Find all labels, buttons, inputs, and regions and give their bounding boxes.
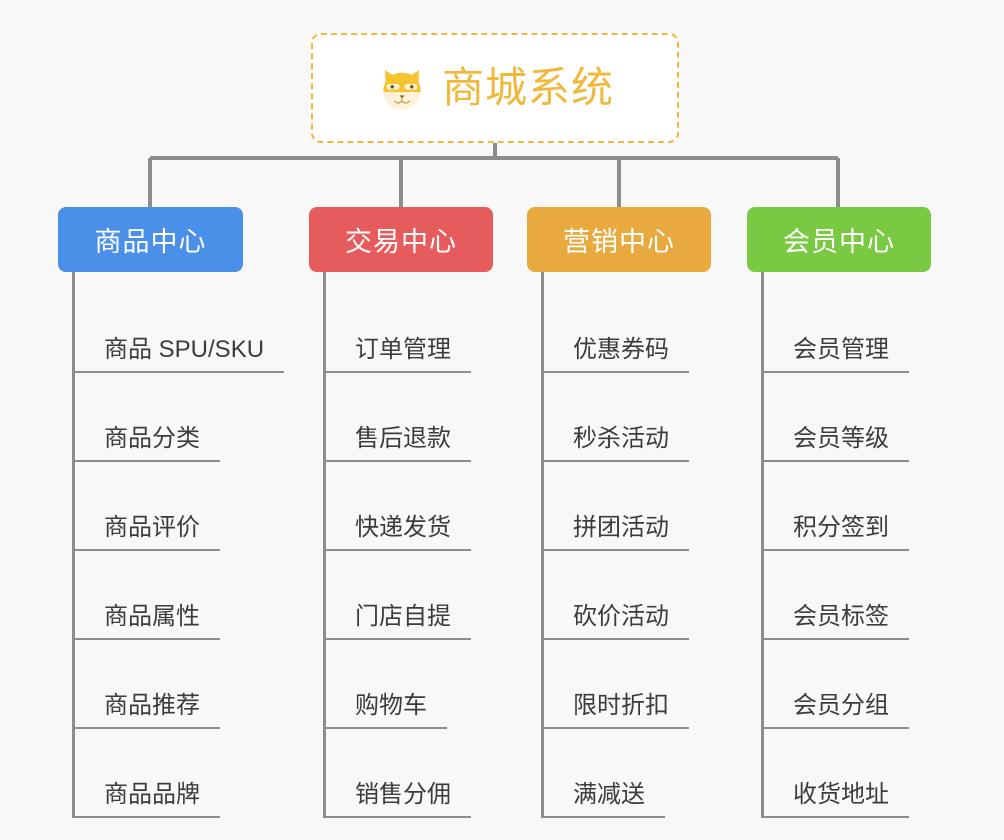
- leaf-underline: [761, 816, 909, 818]
- leaf-spine-2: [541, 272, 544, 818]
- leaf-label: 门店自提: [355, 603, 451, 630]
- leaf-underline: [761, 727, 909, 729]
- leaf-item[interactable]: 售后退款: [309, 373, 493, 462]
- leaf-item[interactable]: 秒杀活动: [527, 373, 711, 462]
- leaf-label: 会员分组: [793, 692, 889, 719]
- leaf-underline: [72, 371, 284, 373]
- leaf-label: 商品分类: [104, 425, 200, 452]
- leaf-item[interactable]: 商品属性: [58, 551, 243, 640]
- leaf-underline: [541, 549, 689, 551]
- leaf-underline: [72, 549, 220, 551]
- leaf-underline: [323, 549, 471, 551]
- leaf-item[interactable]: 会员分组: [747, 640, 931, 729]
- branch-title-1: 交易中心: [345, 227, 457, 257]
- branch-column-3: 会员中心 会员管理 会员等级 积分签到 会员标签 会员分组: [747, 207, 931, 818]
- leaf-item[interactable]: 订单管理: [309, 284, 493, 373]
- branch-header-3[interactable]: 会员中心: [747, 207, 931, 272]
- leaf-label: 会员标签: [793, 603, 889, 630]
- branch-title-0: 商品中心: [94, 227, 207, 257]
- leaf-label: 销售分佣: [355, 781, 451, 808]
- leaf-item[interactable]: 限时折扣: [527, 640, 711, 729]
- leaf-underline: [761, 460, 909, 462]
- leaf-item[interactable]: 满减送: [527, 729, 711, 818]
- leaf-item[interactable]: 商品分类: [58, 373, 243, 462]
- leaf-item[interactable]: 门店自提: [309, 551, 493, 640]
- leaf-list-0: 商品 SPU/SKU 商品分类 商品评价 商品属性 商品推荐 商品品牌: [58, 272, 284, 818]
- leaf-list-1: 订单管理 售后退款 快递发货 门店自提 购物车 销售分佣: [309, 272, 493, 818]
- leaf-label: 会员等级: [793, 425, 889, 452]
- leaf-item[interactable]: 商品推荐: [58, 640, 243, 729]
- leaf-underline: [72, 460, 220, 462]
- branch-header-2[interactable]: 营销中心: [527, 207, 711, 272]
- leaf-label: 售后退款: [355, 425, 451, 452]
- branch-title-3: 会员中心: [783, 227, 895, 257]
- leaf-item[interactable]: 会员标签: [747, 551, 931, 640]
- leaf-label: 会员管理: [793, 336, 889, 363]
- leaf-underline: [761, 549, 909, 551]
- leaf-item[interactable]: 优惠券码: [527, 284, 711, 373]
- leaf-label: 商品推荐: [104, 692, 200, 719]
- leaf-underline: [323, 460, 471, 462]
- leaf-spine-3: [761, 272, 764, 818]
- root-node[interactable]: 商城系统: [311, 33, 679, 143]
- leaf-item[interactable]: 积分签到: [747, 462, 931, 551]
- branch-header-0[interactable]: 商品中心: [58, 207, 243, 272]
- leaf-underline: [323, 727, 447, 729]
- leaf-label: 商品品牌: [104, 781, 200, 808]
- branch-column-0: 商品中心 商品 SPU/SKU 商品分类 商品评价 商品属性 商品推荐: [58, 207, 284, 818]
- leaf-label: 订单管理: [355, 336, 451, 363]
- leaf-item[interactable]: 商品品牌: [58, 729, 243, 818]
- leaf-label: 满减送: [573, 781, 645, 808]
- leaf-item[interactable]: 收货地址: [747, 729, 931, 818]
- leaf-label: 快递发货: [355, 514, 451, 541]
- leaf-underline: [72, 816, 220, 818]
- leaf-label: 秒杀活动: [573, 425, 669, 452]
- leaf-label: 商品属性: [104, 603, 200, 630]
- leaf-underline: [541, 816, 665, 818]
- leaf-underline: [541, 638, 689, 640]
- leaf-item[interactable]: 砍价活动: [527, 551, 711, 640]
- leaf-item[interactable]: 商品 SPU/SKU: [58, 284, 284, 373]
- leaf-label: 收货地址: [793, 781, 889, 808]
- leaf-underline: [72, 638, 220, 640]
- leaf-label: 拼团活动: [573, 514, 669, 541]
- leaf-underline: [72, 727, 220, 729]
- leaf-item[interactable]: 购物车: [309, 640, 493, 729]
- leaf-underline: [541, 727, 689, 729]
- shiba-dog-face-icon: [383, 70, 421, 110]
- leaf-label: 商品 SPU/SKU: [104, 336, 265, 363]
- root-title: 商城系统: [441, 64, 614, 111]
- branch-column-2: 营销中心 优惠券码 秒杀活动 拼团活动 砍价活动 限时折扣: [527, 207, 711, 818]
- leaf-item[interactable]: 拼团活动: [527, 462, 711, 551]
- leaf-label: 购物车: [355, 692, 427, 719]
- leaf-label: 优惠券码: [573, 336, 669, 363]
- branch-column-1: 交易中心 订单管理 售后退款 快递发货 门店自提 购物车: [309, 207, 493, 818]
- leaf-list-2: 优惠券码 秒杀活动 拼团活动 砍价活动 限时折扣 满减送: [527, 272, 711, 818]
- leaf-item[interactable]: 会员等级: [747, 373, 931, 462]
- leaf-label: 砍价活动: [573, 603, 669, 630]
- leaf-label: 限时折扣: [573, 692, 669, 719]
- leaf-item[interactable]: 销售分佣: [309, 729, 493, 818]
- leaf-underline: [323, 371, 471, 373]
- leaf-spine-0: [72, 272, 75, 818]
- leaf-item[interactable]: 快递发货: [309, 462, 493, 551]
- leaf-item[interactable]: 商品评价: [58, 462, 243, 551]
- leaf-list-3: 会员管理 会员等级 积分签到 会员标签 会员分组 收货地址: [747, 272, 931, 818]
- leaf-underline: [541, 460, 689, 462]
- leaf-label: 积分签到: [793, 514, 889, 541]
- leaf-spine-1: [323, 272, 326, 818]
- leaf-underline: [541, 371, 689, 373]
- leaf-item[interactable]: 会员管理: [747, 284, 931, 373]
- branch-title-2: 营销中心: [563, 227, 675, 257]
- branch-header-1[interactable]: 交易中心: [309, 207, 493, 272]
- leaf-underline: [761, 371, 909, 373]
- leaf-underline: [323, 816, 471, 818]
- leaf-underline: [761, 638, 909, 640]
- leaf-underline: [323, 638, 471, 640]
- leaf-label: 商品评价: [104, 514, 200, 541]
